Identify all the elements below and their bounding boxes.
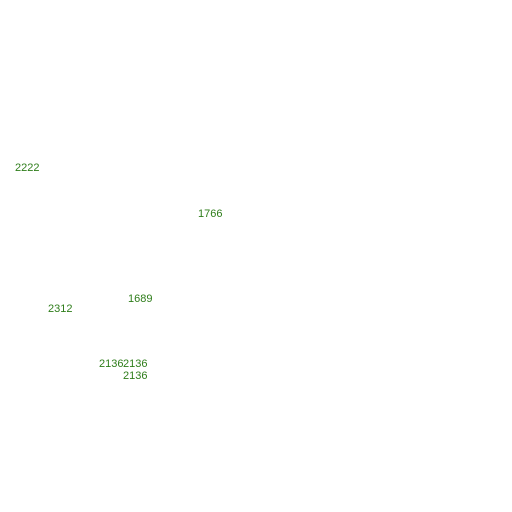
number-label: 2136: [123, 370, 148, 382]
number-label: 1689: [128, 293, 153, 305]
number-label: 2136: [99, 358, 124, 370]
number-label: 2136: [123, 358, 148, 370]
number-label: 1766: [198, 208, 223, 220]
number-label: 2222: [15, 162, 40, 174]
number-label: 2312: [48, 303, 73, 315]
